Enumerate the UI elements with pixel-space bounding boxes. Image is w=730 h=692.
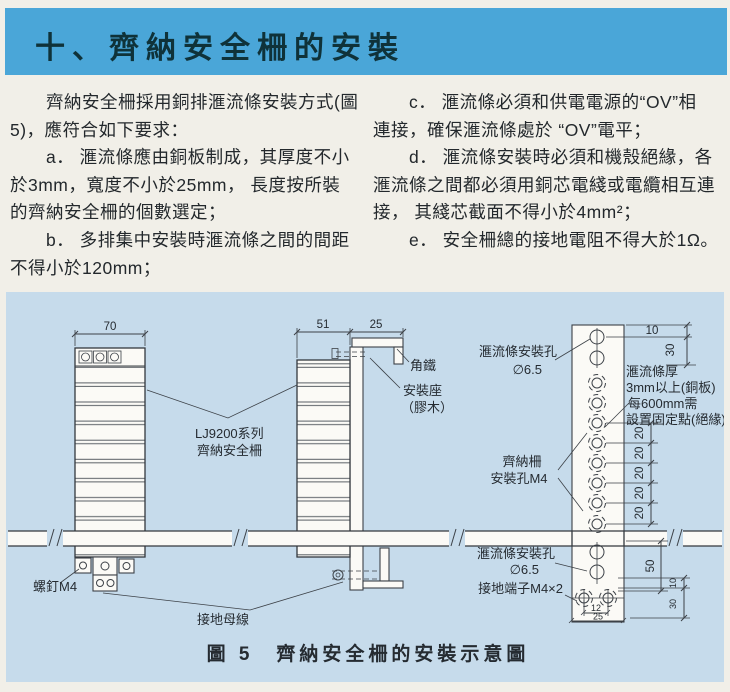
busbar-hole-top-label: 滙流條安裝孔 xyxy=(479,344,557,359)
terminal-screw xyxy=(95,352,105,362)
body-text: 齊納安全柵採用銅排滙流條安裝方式(圖 5)，應符合如下要求： a． 滙流條應由銅… xyxy=(10,89,724,282)
dimension-label: 20 xyxy=(634,447,646,460)
mount-seat-material: （膠木） xyxy=(401,400,453,415)
section-title-bar: 十、齊納安全柵的安裝 xyxy=(5,8,727,75)
text-line: c． 滙流條必須和供電電源的“OV”相 xyxy=(373,92,697,112)
dimension-label: 10 xyxy=(646,325,659,337)
text-line: 5)，應符合如下要求： xyxy=(10,119,189,140)
figure-5-diagram: 70 51 25 xyxy=(6,292,726,682)
text-line: e． 安全柵總的接地電阻不得大於1Ω。 xyxy=(373,229,719,250)
text-line: 於3mm，寬度不小於25mm， 長度按所裝 xyxy=(10,174,341,195)
barrier-mount-screws xyxy=(588,374,606,533)
barrier-stack-middle: 51 25 xyxy=(293,319,407,591)
dimension-label: 20 xyxy=(634,427,646,440)
busbar-thickness-label: 滙流條厚 xyxy=(626,364,678,379)
dimension-label: 25 xyxy=(370,319,383,331)
text-column-left: 齊納安全柵採用銅排滙流條安裝方式(圖 5)，應符合如下要求： a． 滙流條應由銅… xyxy=(10,89,361,282)
text-line: d． 滙流條安裝時必須和機殼絕緣，各 xyxy=(373,147,713,168)
busbar-holes xyxy=(571,328,625,607)
barrier-mount-hole-label: 齊納柵 xyxy=(502,454,541,469)
dimension-label: 20 xyxy=(634,467,646,480)
dimension-label: 20 xyxy=(634,487,646,500)
figure-5-schematic: 70 51 25 xyxy=(8,319,726,665)
screw-m4-label: 螺釘M4 xyxy=(33,579,77,594)
ground-busbar-label: 接地母線 xyxy=(197,612,249,627)
break-mark xyxy=(232,528,248,549)
dimension-label: 50 xyxy=(645,560,657,573)
text-line: a． 滙流條應由銅板制成，其厚度不小 xyxy=(10,147,350,168)
mount-seat-label: 安裝座 xyxy=(403,383,442,398)
busbar-hole-bottom-label: 滙流條安裝孔 xyxy=(477,546,555,561)
busbar-mount-hole xyxy=(589,350,605,366)
dimension-label: 25 xyxy=(593,612,603,622)
terminal-screw xyxy=(110,352,119,362)
text-line: 連接，確保滙流條處於 “OV”電平； xyxy=(373,119,652,140)
dimension-label: 70 xyxy=(104,321,117,333)
dimension-label: 30 xyxy=(668,599,678,609)
text-line: 滙流條之間都必須用銅芯電綫或電纜相互連 xyxy=(373,174,715,195)
text-line: 齊納安全柵採用銅排滙流條安裝方式(圖 xyxy=(10,92,359,112)
dimension-label: 30 xyxy=(665,344,677,357)
dimension-label: 12 xyxy=(591,603,601,613)
busbar-thickness-value: 3mm以上(銅板) xyxy=(626,380,716,395)
dimension-label: 51 xyxy=(317,319,330,331)
ground-terminal-label: 接地端子M4×2 xyxy=(478,581,563,596)
series-label: LJ9200系列 xyxy=(195,426,264,441)
series-label2: 齊納安全柵 xyxy=(197,443,262,458)
angle-iron-label: 角鐵 xyxy=(410,358,436,373)
barrier-stack-left: 70 xyxy=(71,321,149,592)
break-mark xyxy=(449,528,465,549)
angle-iron-top xyxy=(351,337,404,348)
angle-iron-bottom xyxy=(379,547,390,582)
figure-caption: 圖 5 齊納安全柵的安裝示意圖 xyxy=(207,642,530,665)
busbar-mount-hole xyxy=(589,564,605,580)
dimension-chains: 10 30 20 20 20 20 20 50 10 30 12 25 xyxy=(568,321,696,624)
busbar-front-view xyxy=(571,324,625,623)
text-line: 接， 其綫芯截面不得小於4mm²； xyxy=(373,202,642,223)
dimension-label: 20 xyxy=(634,507,646,520)
mounting-seat-rail xyxy=(349,346,364,591)
dimension-label: 10 xyxy=(668,578,678,588)
page-title: 十、齊納安全柵的安裝 xyxy=(35,32,405,65)
terminal-screw xyxy=(81,352,90,362)
busbar-strip xyxy=(8,528,722,549)
callout-labels: 滙流條安裝孔 ∅6.5 滙流條厚 3mm以上(銅板) 每600mm需 設置固定點… xyxy=(33,338,726,627)
busbar-hole-bottom-size: ∅6.5 xyxy=(510,562,539,577)
text-line: 不得小於120mm； xyxy=(10,257,161,278)
break-mark xyxy=(47,528,63,549)
ground-plate xyxy=(92,574,118,592)
text-column-right: c． 滙流條必須和供電電源的“OV”相 連接，確保滙流條處於 “OV”電平； d… xyxy=(373,89,724,282)
busbar-mount-hole xyxy=(589,544,605,560)
text-line: b． 多排集中安裝時滙流條之間的間距 xyxy=(10,229,350,250)
barrier-mount-hole-value: 安裝孔M4 xyxy=(490,471,547,486)
break-mark xyxy=(667,528,683,549)
busbar-mount-hole xyxy=(589,329,605,345)
text-line: 的齊納安全柵的個數選定； xyxy=(10,202,226,223)
fixing-point-label: 每600mm需 xyxy=(628,396,697,411)
fixing-point-label2: 設置固定點(絕緣) xyxy=(626,412,724,427)
busbar-hole-top-size: ∅6.5 xyxy=(513,362,542,377)
